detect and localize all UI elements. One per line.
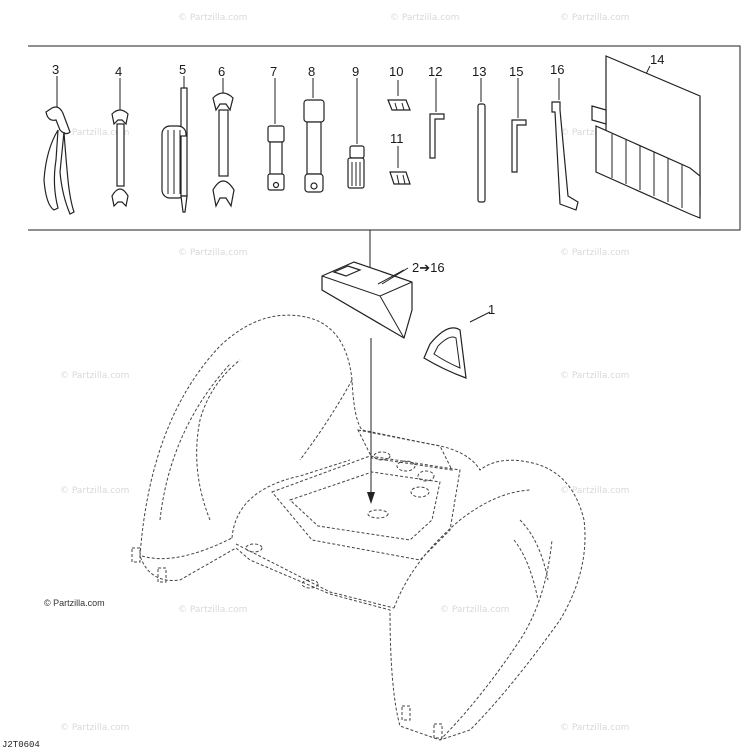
callout-9: 9 — [352, 64, 359, 79]
tool-kit-frame — [28, 45, 741, 231]
callout-16: 16 — [550, 62, 564, 77]
wrench-large-tool — [212, 78, 235, 208]
watermark: © Partzilla.com — [560, 13, 629, 23]
socket-wrench-tool — [303, 78, 325, 193]
callout-3: 3 — [52, 62, 59, 77]
watermark: © Partzilla.com — [178, 605, 247, 615]
hex-key-tool — [429, 78, 445, 159]
watermark: © Partzilla.com — [60, 723, 129, 733]
diagram-code: J2T0604 — [2, 740, 40, 750]
watermark: © Partzilla.com — [560, 371, 629, 381]
callout-12: 12 — [428, 64, 442, 79]
pliers-tool — [43, 76, 75, 215]
callout-1: 1 — [488, 302, 495, 317]
screwdriver-tool — [161, 76, 188, 213]
watermark: © Partzilla.com — [178, 13, 247, 23]
watermark-layer: © Partzilla.com © Partzilla.com © Partzi… — [60, 13, 629, 733]
copyright-text: © Partzilla.com — [44, 598, 105, 608]
callout-4: 4 — [115, 64, 122, 79]
callout-8: 8 — [308, 64, 315, 79]
callout-2-16: 2➔16 — [412, 260, 445, 275]
lever-tool — [551, 78, 579, 211]
spark-plug-socket-tool — [347, 78, 365, 189]
callout-5: 5 — [179, 62, 186, 77]
plug-wrench-tool — [267, 78, 285, 191]
callout-7: 7 — [270, 64, 277, 79]
watermark: © Partzilla.com — [60, 371, 129, 381]
wrench-small-tool — [111, 78, 129, 208]
watermark: © Partzilla.com — [60, 486, 129, 496]
watermark: © Partzilla.com — [60, 128, 129, 138]
tool-pouch — [591, 55, 701, 219]
callout-13: 13 — [472, 64, 486, 79]
callout-11: 11 — [390, 131, 404, 146]
hex-key-small-tool — [511, 78, 527, 173]
tool-bag — [321, 261, 413, 339]
callout-10: 10 — [389, 64, 403, 79]
rear-fender — [131, 314, 586, 741]
watermark: © Partzilla.com — [178, 248, 247, 258]
watermark: © Partzilla.com — [390, 13, 459, 23]
callout-6: 6 — [218, 64, 225, 79]
callout-15: 15 — [509, 64, 523, 79]
strap-part — [423, 311, 491, 379]
watermark: © Partzilla.com — [560, 248, 629, 258]
watermark: © Partzilla.com — [560, 486, 629, 496]
callout-14: 14 — [650, 52, 664, 67]
rod-tool — [477, 78, 486, 203]
watermark: © Partzilla.com — [560, 128, 629, 138]
callout-2-16-leader — [381, 267, 409, 285]
watermark: © Partzilla.com — [440, 605, 509, 615]
fuse-tool — [387, 80, 411, 111]
fuse-spare-tool — [389, 146, 411, 185]
install-arrow-head — [367, 492, 375, 504]
watermark: © Partzilla.com — [560, 723, 629, 733]
